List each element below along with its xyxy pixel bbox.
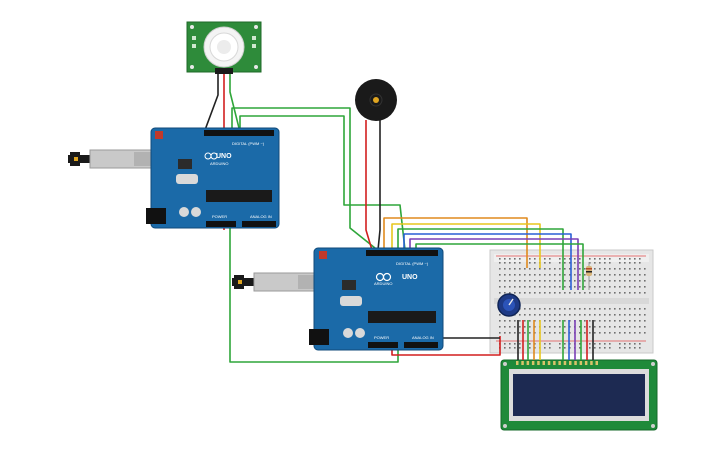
arduino-1-analog-label: ANALOG IN	[250, 214, 272, 219]
arduino-2-logo	[375, 272, 392, 282]
arduino-2-analog-label: ANALOG IN	[412, 335, 434, 340]
arduino-2-model: UNO	[402, 274, 418, 281]
wire-pir-signal	[229, 72, 241, 133]
arduino-1-digital-label: DIGITAL (PWM ~)	[232, 141, 265, 146]
resistor[interactable]	[586, 262, 592, 290]
reset-button[interactable]	[155, 131, 163, 139]
arduino-2-digital-label: DIGITAL (PWM ~)	[396, 261, 429, 266]
wire-pir-gnd	[204, 72, 219, 131]
arduino-1-power-label: POWER	[212, 214, 227, 219]
usb-cable-2[interactable]	[232, 272, 319, 292]
lcd-16x2[interactable]	[500, 359, 658, 431]
lcd-screen	[513, 374, 645, 416]
pir-sensor[interactable]	[186, 21, 262, 74]
arduino-1-logo	[204, 152, 218, 160]
arduino-uno-1[interactable]: UNO ARDUINO DIGITAL (PWM ~) POWER ANALOG…	[146, 127, 280, 229]
piezo-buzzer[interactable]	[355, 79, 397, 121]
arduino-2-brand: ARDUINO	[374, 281, 392, 286]
arduino-2-power-label: POWER	[374, 335, 389, 340]
arduino-1-model: UNO	[216, 153, 232, 160]
usb-cable-1[interactable]	[68, 149, 155, 169]
reset-button-2[interactable]	[319, 251, 327, 259]
potentiometer[interactable]	[497, 293, 521, 317]
arduino-1-brand: ARDUINO	[210, 161, 228, 166]
arduino-uno-2[interactable]: UNO ARDUINO DIGITAL (PWM ~) POWER ANALOG…	[309, 247, 444, 351]
